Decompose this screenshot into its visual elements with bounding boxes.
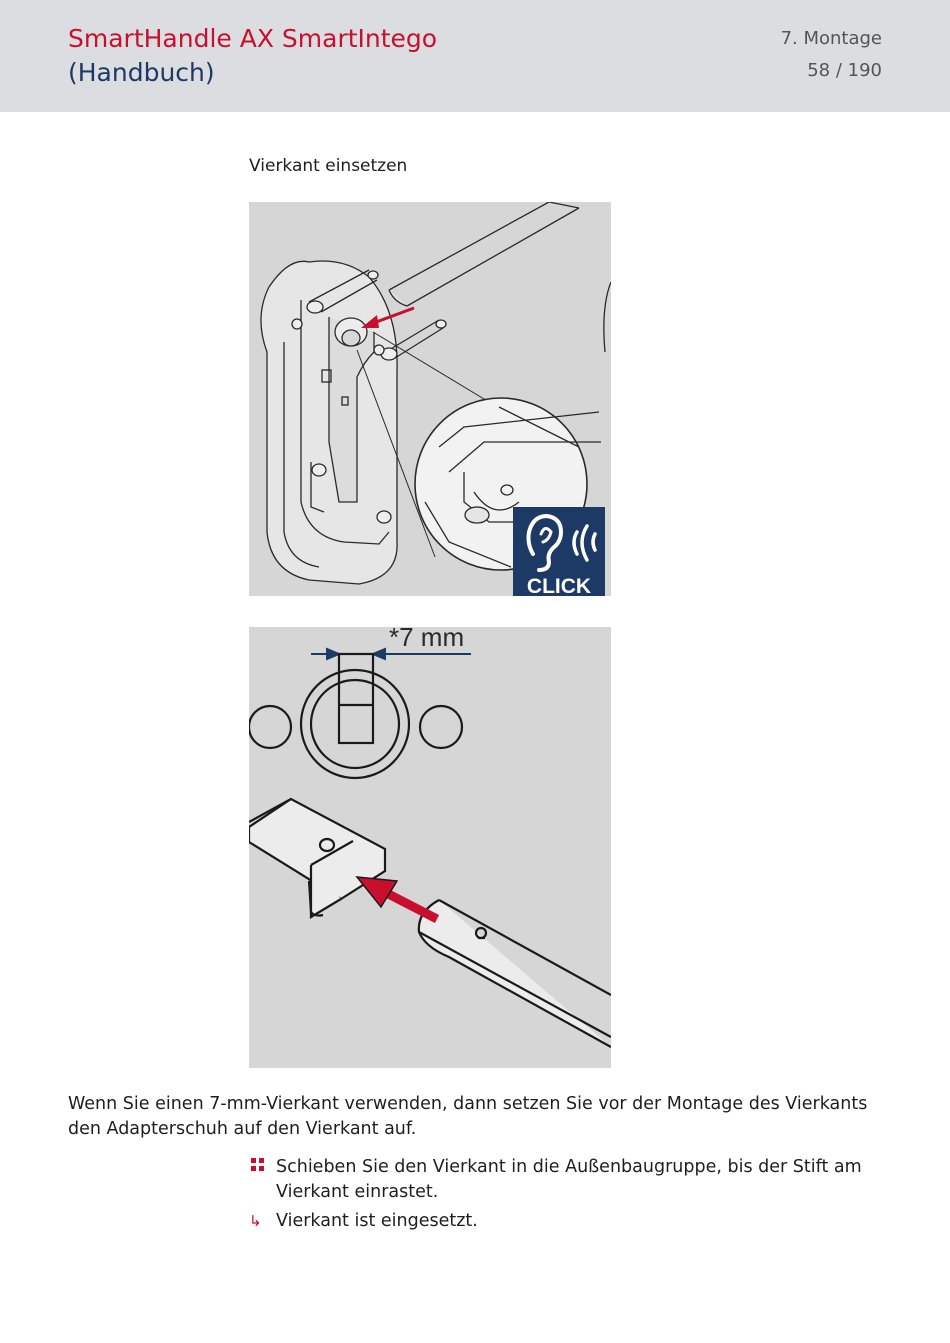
click-label: CLICK	[527, 575, 591, 596]
result-text: Vierkant ist eingesetzt.	[276, 1211, 478, 1231]
document-title: SmartHandle AX SmartIntego	[68, 24, 438, 53]
spindle-drawing: *7 mm	[249, 627, 611, 1048]
dimension-label: *7 mm	[389, 627, 464, 652]
click-badge: CLICK	[513, 507, 605, 596]
assembly-drawing: CLICK	[260, 202, 611, 596]
spindle-adapter-illustration: *7 mm	[249, 627, 611, 1068]
section-heading: Vierkant einsetzen	[249, 156, 408, 176]
sound-waves-icon	[572, 524, 597, 562]
step-item: Schieben Sie den Vierkant in die Außenba…	[249, 1155, 883, 1205]
ear-icon	[526, 513, 564, 572]
document-subtitle: (Handbuch)	[68, 58, 215, 87]
chapter-label: 7. Montage	[780, 28, 882, 49]
result-item: ↳ Vierkant ist eingesetzt.	[249, 1209, 883, 1234]
instruction-paragraph: Wenn Sie einen 7-mm-Vierkant verwenden, …	[68, 1094, 868, 1139]
page-number: 58 / 190	[807, 60, 882, 81]
assembly-illustration: CLICK	[249, 202, 611, 596]
page-header: SmartHandle AX SmartIntego (Handbuch) 7.…	[0, 0, 950, 112]
result-arrow-icon: ↳	[249, 1212, 262, 1230]
step-text: Schieben Sie den Vierkant in die Außenba…	[276, 1157, 862, 1202]
step-list: Schieben Sie den Vierkant in die Außenba…	[249, 1155, 883, 1238]
action-step-icon	[251, 1158, 264, 1171]
